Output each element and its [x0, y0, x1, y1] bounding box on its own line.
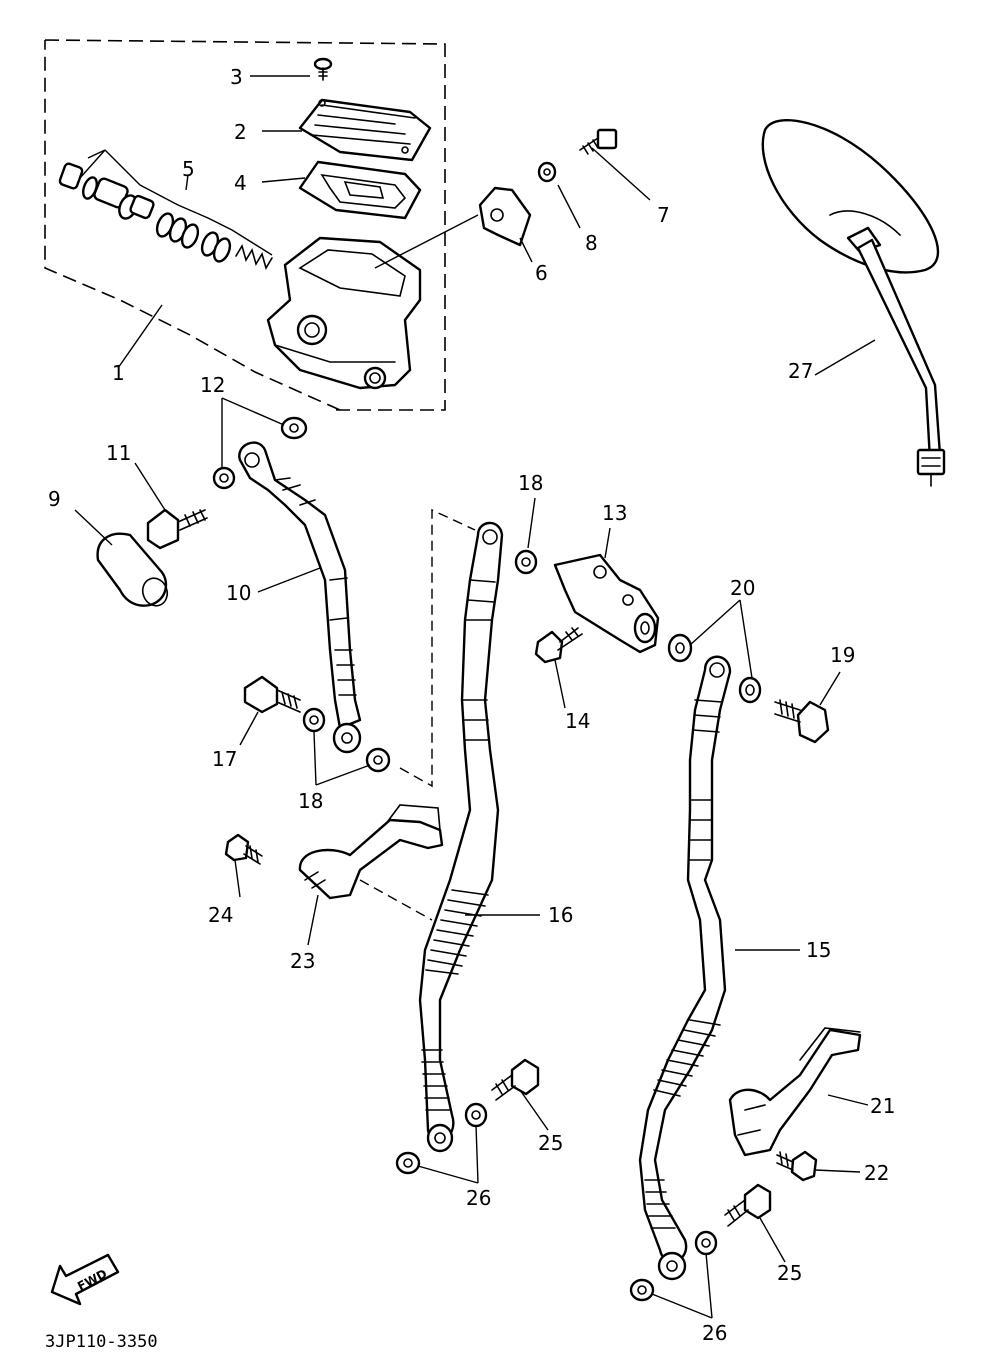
leader-lines	[74, 75, 876, 1319]
callout-24: 24	[208, 903, 233, 927]
callout-22: 22	[864, 1161, 889, 1185]
joint-mounting-bolt	[534, 627, 583, 664]
drawing-code: 3JP110-3350	[45, 1332, 158, 1352]
master-cylinder-body	[266, 236, 422, 390]
union-bolt-washer-upper	[212, 416, 308, 490]
brake-hose-15	[638, 655, 732, 1281]
callout-25-left: 25	[538, 1131, 563, 1155]
union-bolt-17	[243, 675, 301, 714]
part-callouts: 3 2 4 5 6 7 8 1 12 11 9 10 18 13 20 19 1…	[48, 65, 895, 1345]
brake-hose-16	[418, 521, 504, 1153]
callout-18-top: 18	[518, 471, 543, 495]
callout-2: 2	[234, 120, 247, 144]
union-bolt-washers-26	[395, 1102, 718, 1302]
callout-11: 11	[106, 441, 131, 465]
union-bolt-19	[774, 699, 830, 744]
union-bolt-11	[146, 508, 208, 550]
union-bolt-washers-18	[302, 549, 538, 773]
callout-15: 15	[806, 938, 831, 962]
callout-10: 10	[226, 581, 251, 605]
callout-17: 17	[212, 747, 237, 771]
brake-hose-joint	[553, 553, 660, 654]
callout-13: 13	[602, 501, 627, 525]
callout-26-left: 26	[466, 1186, 491, 1210]
holder-bolt	[579, 128, 618, 155]
joint-washers-20	[667, 633, 762, 704]
callout-23: 23	[290, 949, 315, 973]
rear-view-mirror	[761, 119, 946, 487]
brake-hose-upper	[238, 441, 362, 754]
holder-nut	[537, 161, 557, 183]
callout-14: 14	[565, 709, 590, 733]
callout-19: 19	[830, 643, 855, 667]
brake-hose-holder-right	[728, 1027, 862, 1157]
callout-20: 20	[730, 576, 755, 600]
callout-4: 4	[234, 171, 247, 195]
reservoir-cap	[298, 98, 432, 162]
callout-12: 12	[200, 373, 225, 397]
callout-8: 8	[585, 231, 598, 255]
callout-21: 21	[870, 1094, 895, 1118]
callout-25-right: 25	[777, 1261, 802, 1285]
holder-bolt-24	[224, 833, 263, 865]
master-cylinder-assembly-boundary	[44, 39, 446, 411]
callout-16: 16	[548, 903, 573, 927]
callout-27: 27	[788, 359, 813, 383]
callout-5: 5	[182, 157, 195, 181]
callout-1: 1	[112, 361, 125, 385]
union-bolt-25-right	[724, 1183, 772, 1227]
callout-18-bottom: 18	[298, 789, 323, 813]
master-cylinder-holder	[478, 186, 532, 247]
holder-bolt-22	[776, 1150, 818, 1182]
callout-3: 3	[230, 65, 243, 89]
union-bolt-25-left	[491, 1058, 540, 1101]
brake-hose-holder-left	[298, 804, 444, 900]
callout-26-right: 26	[702, 1321, 727, 1345]
callout-6: 6	[535, 261, 548, 285]
master-cylinder-piston-kit	[58, 149, 273, 270]
protective-boot	[96, 532, 169, 607]
forward-direction-arrow: FWD	[50, 1253, 120, 1306]
callout-9: 9	[48, 487, 61, 511]
callout-7: 7	[657, 203, 670, 227]
reservoir-cap-screw	[313, 57, 333, 81]
reservoir-diaphragm	[298, 160, 422, 220]
